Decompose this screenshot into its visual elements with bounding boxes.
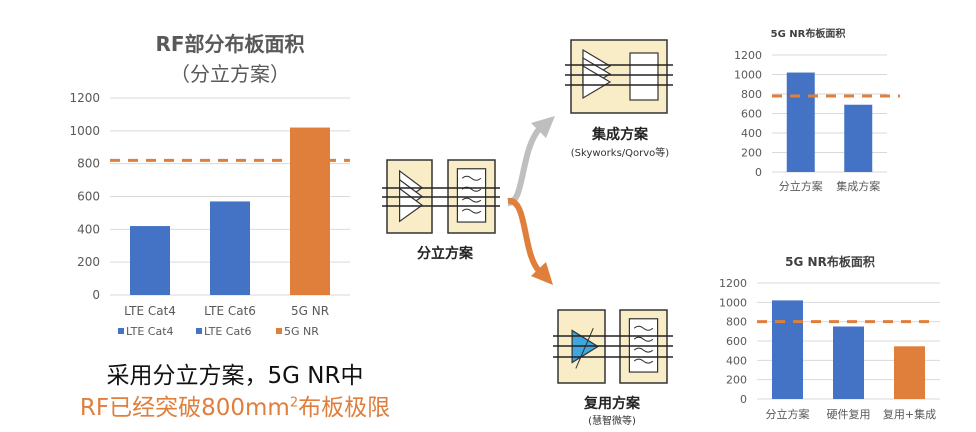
y-tick-label: 600 (741, 108, 762, 121)
conclusion-text: RF已经突破800mm (79, 395, 290, 421)
y-tick-label: 600 (726, 335, 747, 348)
filter-wave (633, 358, 654, 364)
y-tick-label: 400 (741, 127, 762, 140)
bar-5G NR (290, 127, 330, 295)
y-tick-label: 1000 (69, 124, 100, 138)
discrete-solution-diagram (382, 159, 500, 234)
y-tick-label: 200 (726, 374, 747, 387)
filter-icon (456, 168, 487, 223)
legend-label: LTE Cat6 (204, 325, 252, 338)
y-tick-label: 600 (77, 190, 100, 204)
conclusion-line-1: 采用分立方案，5G NR中 (106, 363, 364, 389)
bar-复用+集成 (894, 346, 925, 399)
filter-icon (629, 52, 659, 101)
tuning-arrow-icon (575, 328, 594, 369)
bar-chart-2: 5G NR布板面积 0 200 400 600 800 1000 1200 分立方案集成方案 (734, 27, 900, 193)
filter-wave (633, 347, 654, 353)
x-tick-label: 5G NR (291, 304, 329, 318)
y-tick-label: 1200 (719, 277, 747, 290)
y-tick-label: 0 (740, 393, 747, 406)
legend-swatch (196, 328, 202, 334)
y-tick-label: 800 (741, 88, 762, 101)
x-tick-label: 复用+集成 (883, 407, 936, 421)
reuse-label: 复用方案 (584, 396, 640, 412)
bar-LTE Cat4 (130, 226, 170, 295)
bar-分立方案 (786, 72, 815, 172)
legend-label: 5G NR (284, 325, 319, 338)
reuse-vendors: (慧智微等) (588, 416, 636, 427)
y-tick-label: 400 (726, 354, 747, 367)
discrete-label: 分立方案 (417, 246, 473, 262)
y-tick-label: 400 (77, 222, 100, 236)
amplifier-icon (582, 64, 612, 100)
legend-swatch (276, 328, 282, 334)
bar-集成方案 (844, 104, 873, 172)
filter-wave (633, 325, 654, 331)
integrated-vendors: (Skyworks/Qorvo等) (570, 148, 670, 159)
y-tick-label: 1200 (69, 91, 100, 105)
bar-硬件复用 (833, 326, 864, 399)
conclusion-line-2: RF已经突破800mm2布板极限 (70, 388, 400, 422)
y-tick-label: 0 (92, 288, 100, 302)
arrow-to-reuse (507, 198, 543, 275)
x-tick-label: 硬件复用 (827, 407, 871, 421)
filter-wave (461, 208, 482, 214)
filter-wave (461, 197, 482, 203)
arrow-to-integrated (507, 125, 543, 206)
conclusion-text-end: 布板极限 (298, 395, 391, 421)
main-chart-subtitle: （分立方案） (170, 62, 290, 86)
integrated-solution-diagram (565, 39, 673, 114)
main-chart-title: RF部分布板面积 (155, 32, 305, 56)
chart-title: 5G NR布板面积 (785, 254, 875, 269)
y-tick-label: 800 (726, 316, 747, 329)
legend-label: LTE Cat4 (126, 325, 174, 338)
bar-chart-3: 5G NR布板面积 0 200 400 600 800 1000 1200 分立方案 硬件复用复用… (719, 254, 940, 421)
y-tick-label: 200 (741, 147, 762, 160)
x-tick-label: 分立方案 (779, 179, 823, 193)
y-tick-label: 0 (755, 166, 762, 179)
x-tick-label: 集成方案 (836, 179, 880, 193)
y-tick-label: 800 (77, 157, 100, 171)
legend-swatch (118, 328, 124, 334)
x-tick-label: LTE Cat6 (204, 304, 256, 318)
bar-LTE Cat6 (210, 201, 250, 295)
filter-wave (633, 336, 654, 342)
arrow-head-integrated (531, 116, 555, 138)
y-tick-label: 1200 (734, 49, 762, 62)
bar-分立方案 (772, 300, 803, 399)
chart-title: 5G NR布板面积 (771, 27, 846, 40)
y-tick-label: 1000 (734, 69, 762, 82)
filter-wave (461, 175, 482, 181)
integrated-label: 集成方案 (592, 127, 648, 143)
x-tick-label: 分立方案 (766, 407, 810, 421)
y-tick-label: 200 (77, 255, 100, 269)
y-tick-label: 1000 (719, 296, 747, 309)
reuse-solution-diagram (553, 309, 673, 384)
arrow-head-reuse (531, 262, 553, 285)
x-tick-label: LTE Cat4 (124, 304, 176, 318)
superscript: 2 (289, 395, 299, 411)
